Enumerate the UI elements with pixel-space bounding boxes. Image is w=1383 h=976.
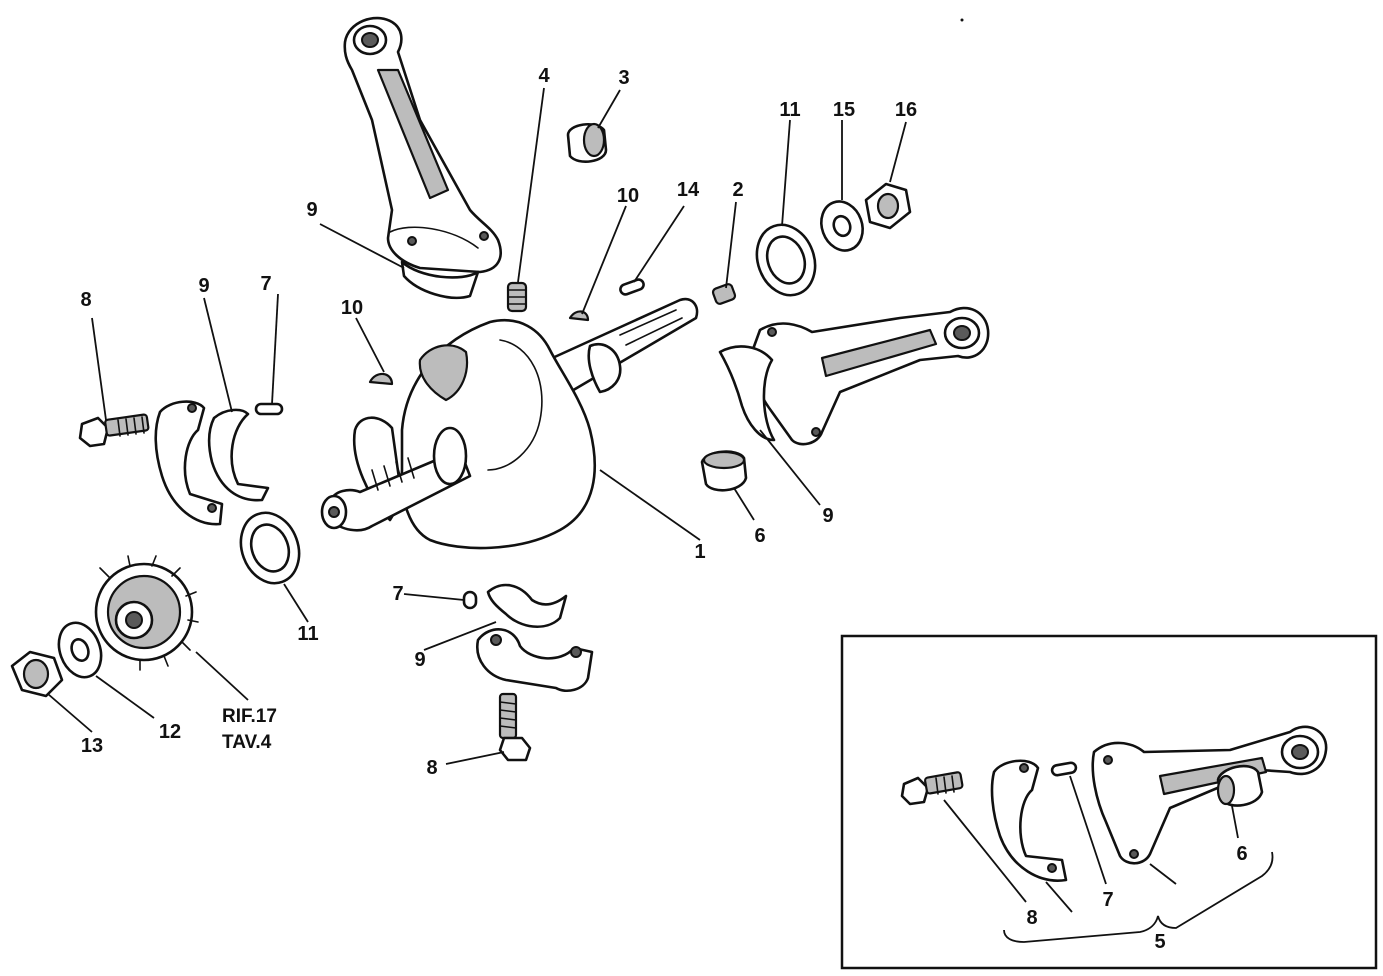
- dowel-pin-bottom: [462, 590, 478, 610]
- leader-lines: [47, 87, 907, 765]
- callout-8-left: 8: [80, 289, 91, 311]
- callout-11-left: 11: [297, 623, 318, 645]
- callout-7-bottom: 7: [392, 583, 403, 605]
- bearing-cap-left: [154, 400, 224, 526]
- inset-callout-5: 5: [1154, 931, 1165, 953]
- callout-10-lower: 10: [341, 297, 363, 319]
- timing-gear: [94, 555, 199, 671]
- callout-7-left: 7: [260, 273, 271, 295]
- inset-frame: [840, 634, 1378, 970]
- inset-screw-part-8: [900, 771, 964, 806]
- callout-9-left: 9: [198, 275, 209, 297]
- inset-leader-lines: [943, 775, 1274, 943]
- pin-part-14: [619, 278, 645, 296]
- callout-9-right: 9: [822, 505, 833, 527]
- inset-dowel-pin: [1050, 761, 1078, 777]
- callout-14: 14: [677, 179, 700, 201]
- bearing-shell-bottom: [486, 583, 568, 628]
- reference-line-1: RIF.17: [222, 706, 277, 727]
- woodruff-key-lower: [368, 372, 394, 386]
- callout-13: 13: [81, 735, 103, 757]
- inset-callout-8: 8: [1026, 907, 1037, 929]
- bearing-cap-bottom: [476, 628, 594, 692]
- seal-ring-left: [239, 511, 301, 585]
- inset-small-end-bushing: [1216, 764, 1264, 807]
- callout-11-right: 11: [779, 99, 800, 121]
- washer-part-12: [57, 621, 103, 679]
- callout-3: 3: [618, 67, 629, 89]
- callout-15: 15: [833, 99, 855, 121]
- callout-10-upper: 10: [617, 185, 639, 207]
- washer-part-15: [820, 200, 864, 252]
- bearing-shell-left: [207, 408, 270, 502]
- crankshaft: [320, 297, 699, 550]
- inset-callout-7: 7: [1102, 889, 1113, 911]
- inset-panel: 8 7 6 5: [840, 634, 1378, 970]
- seal-ring-right: [755, 223, 817, 297]
- callout-labels: 1 2 3 4 6 7 7 8 8 9 9 9 9 10 10 11 11 12…: [80, 65, 917, 779]
- callout-2: 2: [732, 179, 743, 201]
- inset-callout-6: 6: [1236, 843, 1247, 865]
- callout-12: 12: [159, 721, 181, 743]
- callout-9-bottom: 9: [414, 649, 425, 671]
- callout-16: 16: [895, 99, 917, 121]
- connecting-rod-top: [343, 16, 502, 300]
- woodruff-key-upper: [568, 310, 590, 322]
- screw-part-8-bottom: [498, 692, 532, 762]
- dowel-pin-left: [254, 402, 284, 416]
- callout-8-bottom: 8: [426, 757, 437, 779]
- connecting-rod-right: [718, 306, 990, 446]
- inset-bearing-cap: [990, 759, 1068, 882]
- bushing-part-3: [566, 122, 608, 163]
- callout-6: 6: [754, 525, 765, 547]
- callout-9-top: 9: [306, 199, 317, 221]
- nut-part-13: [10, 650, 64, 698]
- small-end-bushing-part-6: [700, 450, 748, 492]
- callout-4: 4: [538, 65, 550, 87]
- screw-part-8-left: [78, 413, 150, 448]
- nut-part-16: [864, 182, 912, 230]
- reference-note: RIF.17 TAV.4: [222, 706, 277, 753]
- stray-dot: [960, 18, 964, 22]
- grub-screw-part-4: [506, 281, 528, 313]
- callout-1: 1: [694, 541, 705, 563]
- inset-connecting-rod: [1091, 725, 1328, 865]
- reference-line-2: TAV.4: [222, 732, 272, 753]
- grub-screw-part-2: [711, 283, 737, 305]
